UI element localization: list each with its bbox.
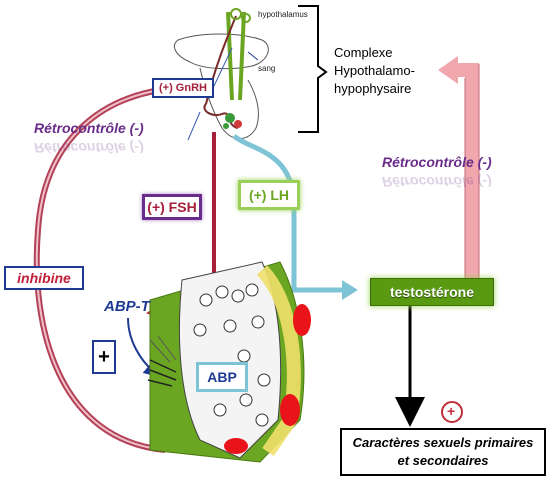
complexe-label: Complexe Hypothalamo-hypophysaire xyxy=(334,45,415,96)
caracteres-box: Caractères sexuels primaires et secondai… xyxy=(340,428,546,476)
complexe-bracket xyxy=(298,5,328,133)
retro-right-reflection: Rétrocontrôle (-) xyxy=(382,174,492,190)
plus-box: + xyxy=(92,340,116,374)
lh-box: (+) LH xyxy=(238,180,300,210)
gnrh-label: (+) GnRH xyxy=(159,82,207,94)
plus-circle-label: + xyxy=(447,403,456,419)
testosterone-box: testostérone xyxy=(370,278,494,306)
caracteres-label: Caractères sexuels primaires et secondai… xyxy=(352,435,534,468)
fsh-label: (+) FSH xyxy=(147,199,197,215)
pituitary-sketch xyxy=(174,8,269,141)
plus-circle-shape xyxy=(441,401,463,423)
abp-box: ABP xyxy=(196,362,248,392)
lh-label: (+) LH xyxy=(248,187,290,203)
inhibine-label: inhibine xyxy=(17,270,71,286)
retro-left-reflection: Rétrocontrôle (-) xyxy=(34,140,144,156)
gnrh-box: (+) GnRH xyxy=(152,78,214,98)
abp-t-label: ABP-T xyxy=(104,298,150,315)
hypothalamus-label: hypothalamus xyxy=(258,10,308,19)
plus-box-label: + xyxy=(98,345,110,368)
fsh-box: (+) FSH xyxy=(142,194,202,220)
inhibine-box: inhibine xyxy=(4,266,84,290)
abp-label: ABP xyxy=(207,369,237,385)
testosterone-label: testostérone xyxy=(389,284,475,300)
retro-right-label: Rétrocontrôle (-) xyxy=(382,154,492,170)
retro-right-arrow xyxy=(452,63,479,278)
sang-label: sang xyxy=(258,64,276,73)
retro-left-label: Rétrocontrôle (-) xyxy=(34,120,144,136)
